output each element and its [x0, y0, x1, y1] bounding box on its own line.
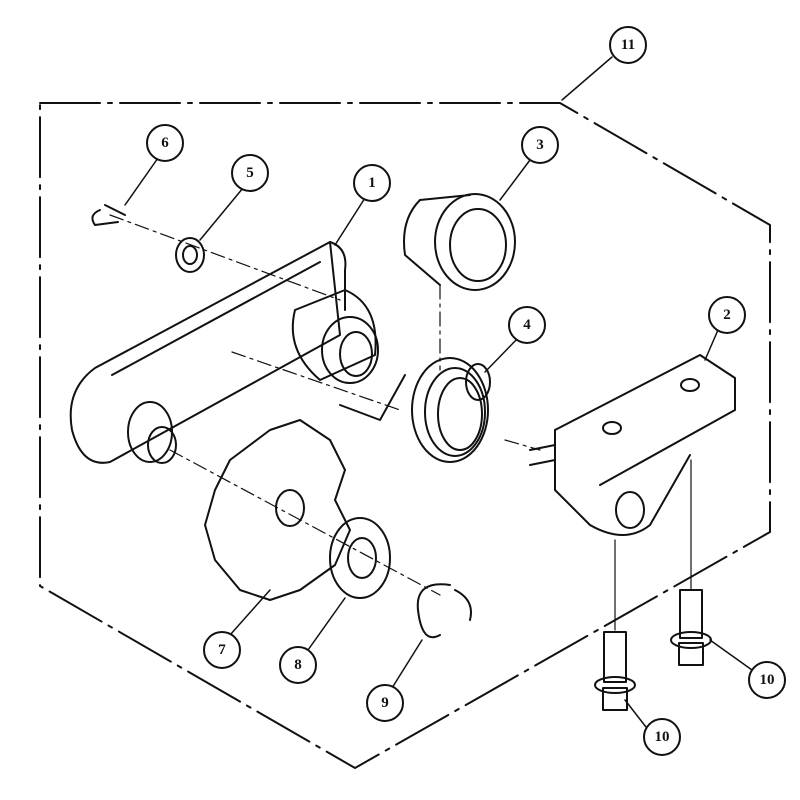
callout-label: 8 [294, 657, 302, 673]
callout-3: 3 [521, 126, 559, 164]
callout-label: 4 [523, 317, 531, 333]
part-6-clip [91, 204, 126, 226]
part-10-screw-a [594, 631, 636, 711]
callout-4: 4 [508, 306, 546, 344]
callout-label: 1 [368, 175, 376, 191]
callout-2: 2 [708, 296, 746, 334]
callout-10b: 10 [643, 718, 681, 756]
callout-11: 11 [609, 26, 647, 64]
leader-lines [124, 56, 753, 728]
callout-label: 9 [381, 695, 389, 711]
callout-6: 6 [146, 124, 184, 162]
assembly-centerlines [109, 214, 692, 631]
callout-10a: 10 [748, 661, 786, 699]
callout-label: 7 [218, 642, 226, 658]
part-3-bushing [403, 193, 516, 291]
part-5-washer [175, 237, 205, 273]
part-8-washer [329, 517, 391, 599]
kit-boundary [39, 102, 771, 769]
callout-8: 8 [279, 646, 317, 684]
part-7-sprocket [204, 419, 351, 601]
callout-label: 5 [246, 165, 254, 181]
callout-label: 3 [536, 137, 544, 153]
part-1-arm [69, 241, 379, 464]
part-4-spring [339, 357, 491, 463]
part-9-eclip [416, 583, 472, 639]
callout-label: 11 [621, 37, 635, 53]
callout-1: 1 [353, 164, 391, 202]
callout-7: 7 [203, 631, 241, 669]
callout-9: 9 [366, 684, 404, 722]
callout-5: 5 [231, 154, 269, 192]
callout-label: 6 [161, 135, 169, 151]
part-2-bracket [529, 354, 736, 536]
callout-label: 2 [723, 307, 731, 323]
callout-label: 10 [655, 729, 670, 745]
callout-label: 10 [760, 672, 775, 688]
